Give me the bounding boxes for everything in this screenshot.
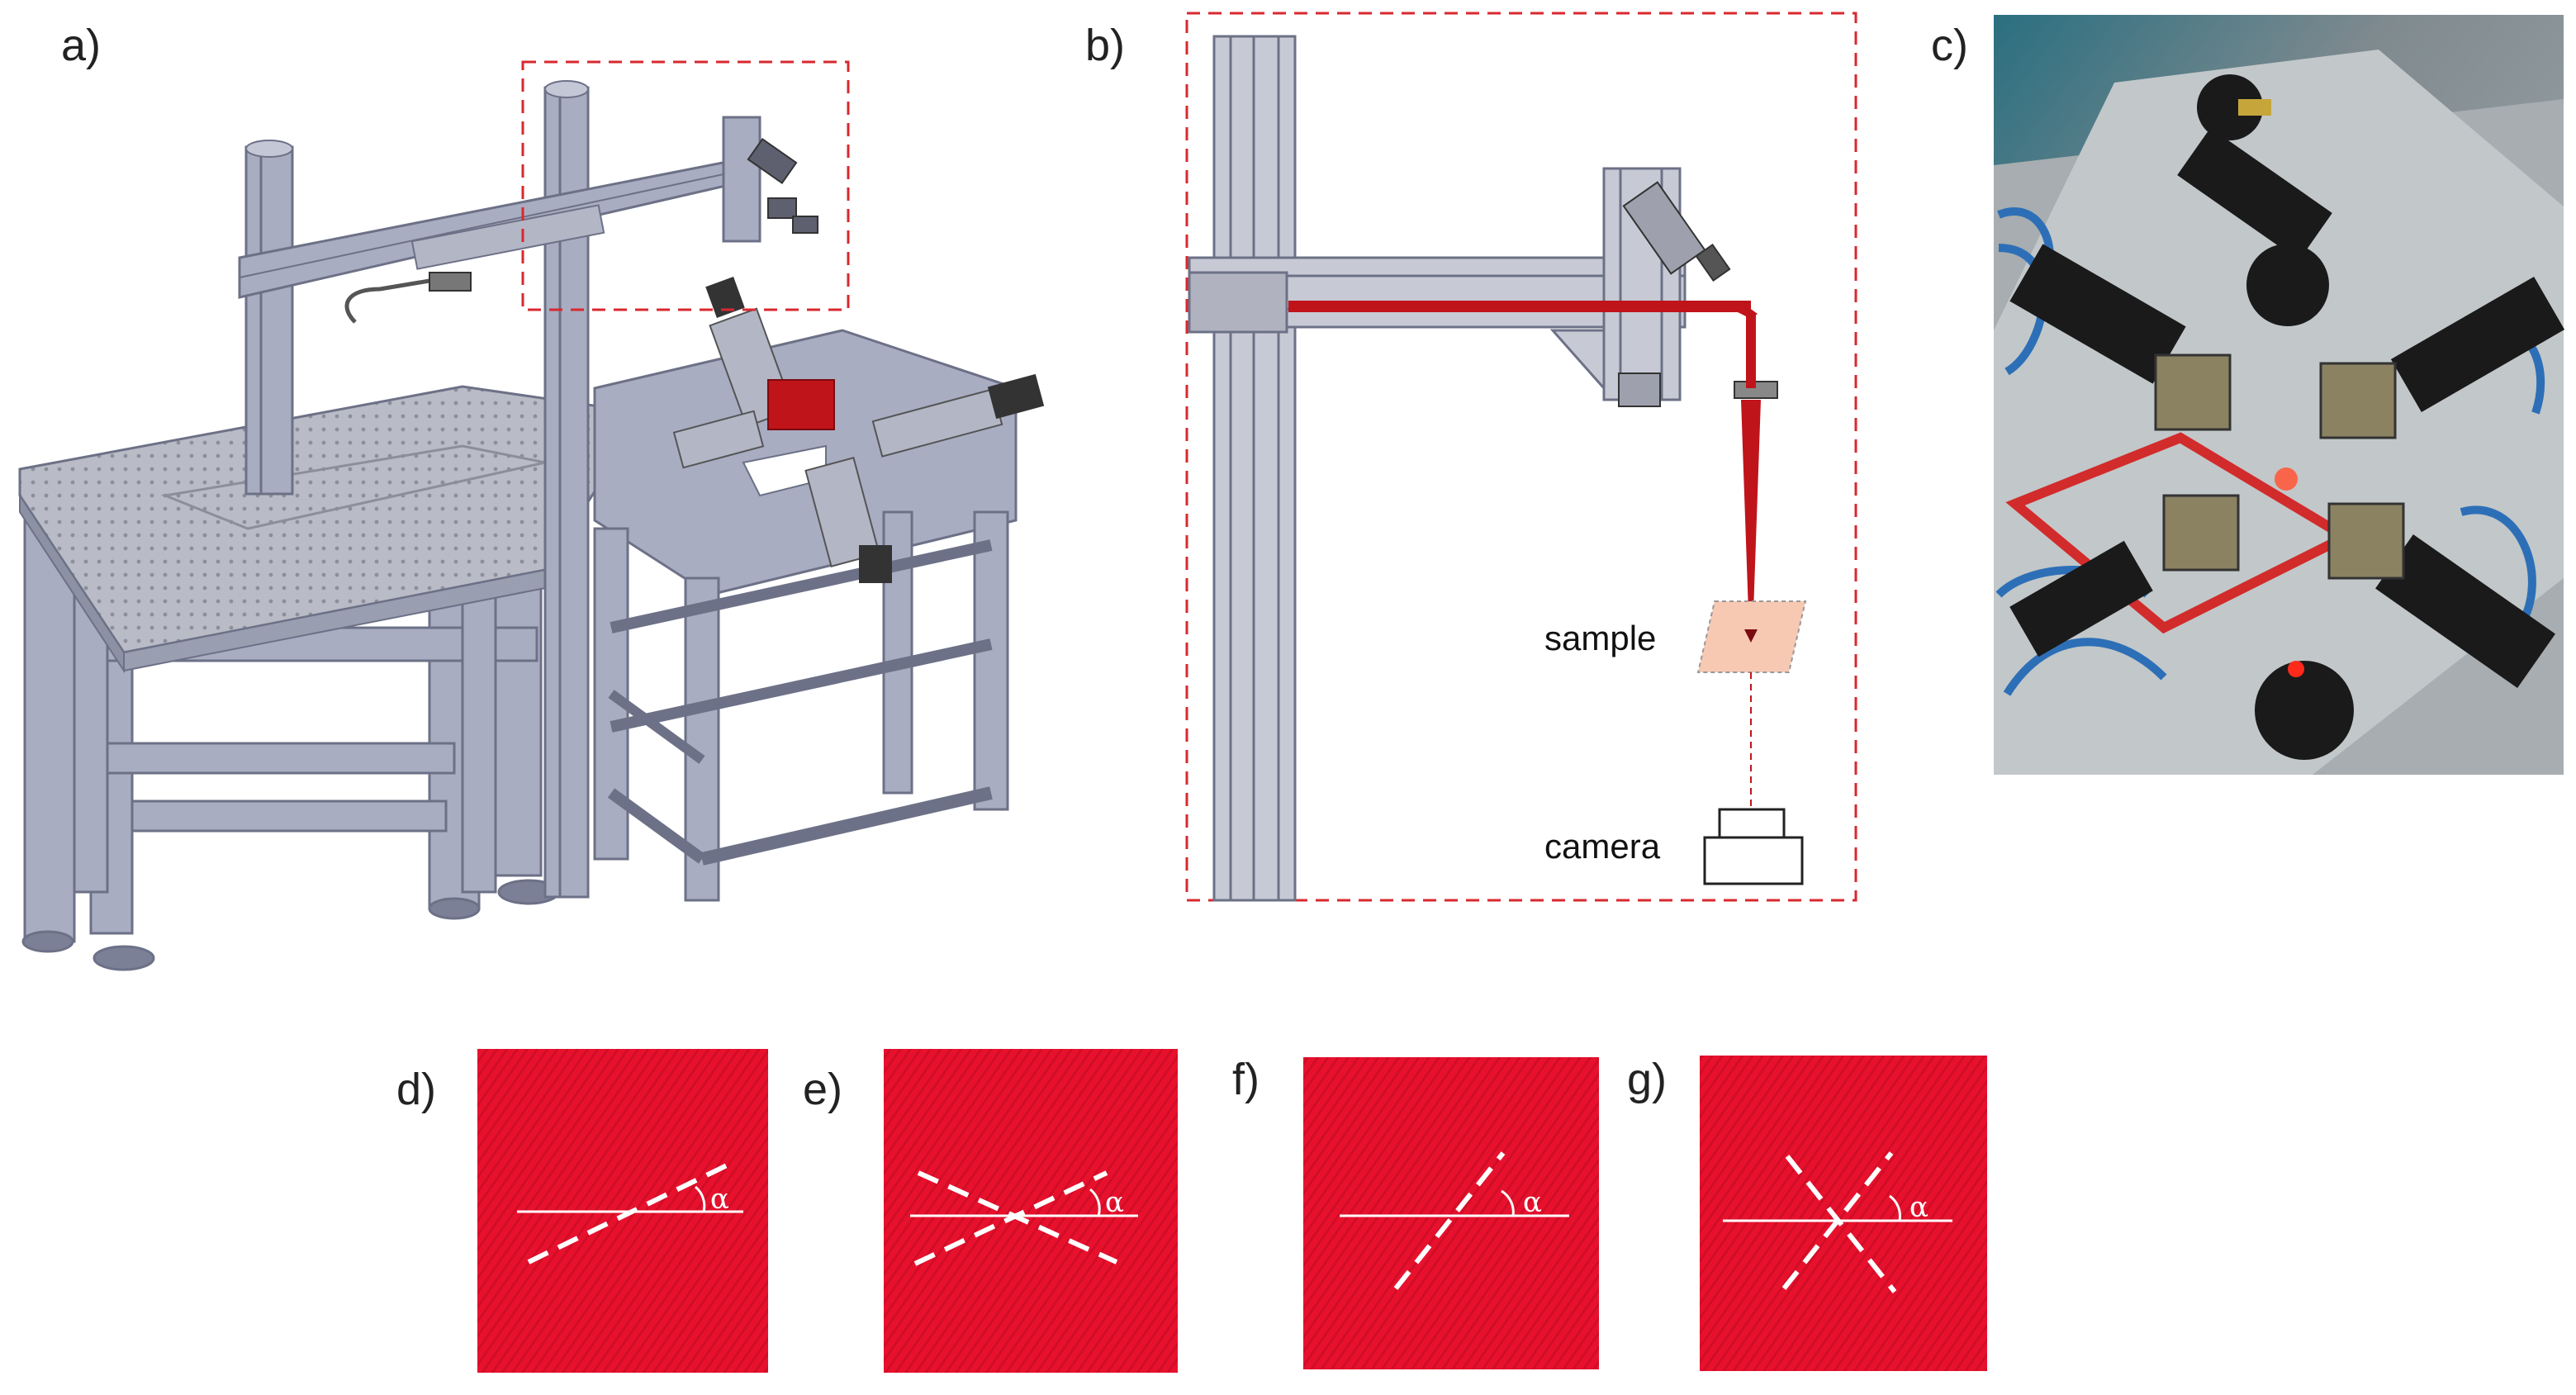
panel-label-g: g) [1627,1055,1668,1104]
horizontal-arm-b [1188,256,1686,334]
panel-label-d: d) [396,1065,437,1114]
panel-label-b: b) [1085,21,1126,70]
panel-label-c: c) [1931,21,1968,70]
specimen-g [1700,1056,1987,1371]
alpha-label-e: α [1105,1186,1124,1219]
camera-icon [1703,808,1804,885]
panel-b-schematic [1185,12,1857,902]
laser-head [747,137,818,234]
specimen-clamp [767,379,835,430]
grips [2154,353,2405,580]
alpha-label-g: α [1909,1191,1928,1224]
sample-label: sample [1544,619,1657,657]
panel-label-f: f) [1232,1055,1260,1104]
panel-c-photo [1994,15,2565,775]
specimen-f [1303,1057,1599,1369]
laser-beam [1288,301,1761,636]
biaxial-actuators [672,277,1045,583]
panel-label-e: e) [803,1065,843,1114]
panel-a-cad-drawing [18,60,1045,971]
vertical-post-b [1212,35,1297,902]
panel-label-a: a) [61,21,102,70]
camera-label: camera [1544,827,1661,866]
actuator-tubes [2009,74,2565,760]
specimen-e [884,1049,1178,1373]
laser-head-b [1618,181,1778,407]
detail-box-b [1185,12,1857,902]
alpha-label-f: α [1523,1186,1542,1219]
detail-box-a [521,60,850,311]
alpha-label-d: α [710,1183,729,1216]
specimen-d [477,1049,768,1373]
